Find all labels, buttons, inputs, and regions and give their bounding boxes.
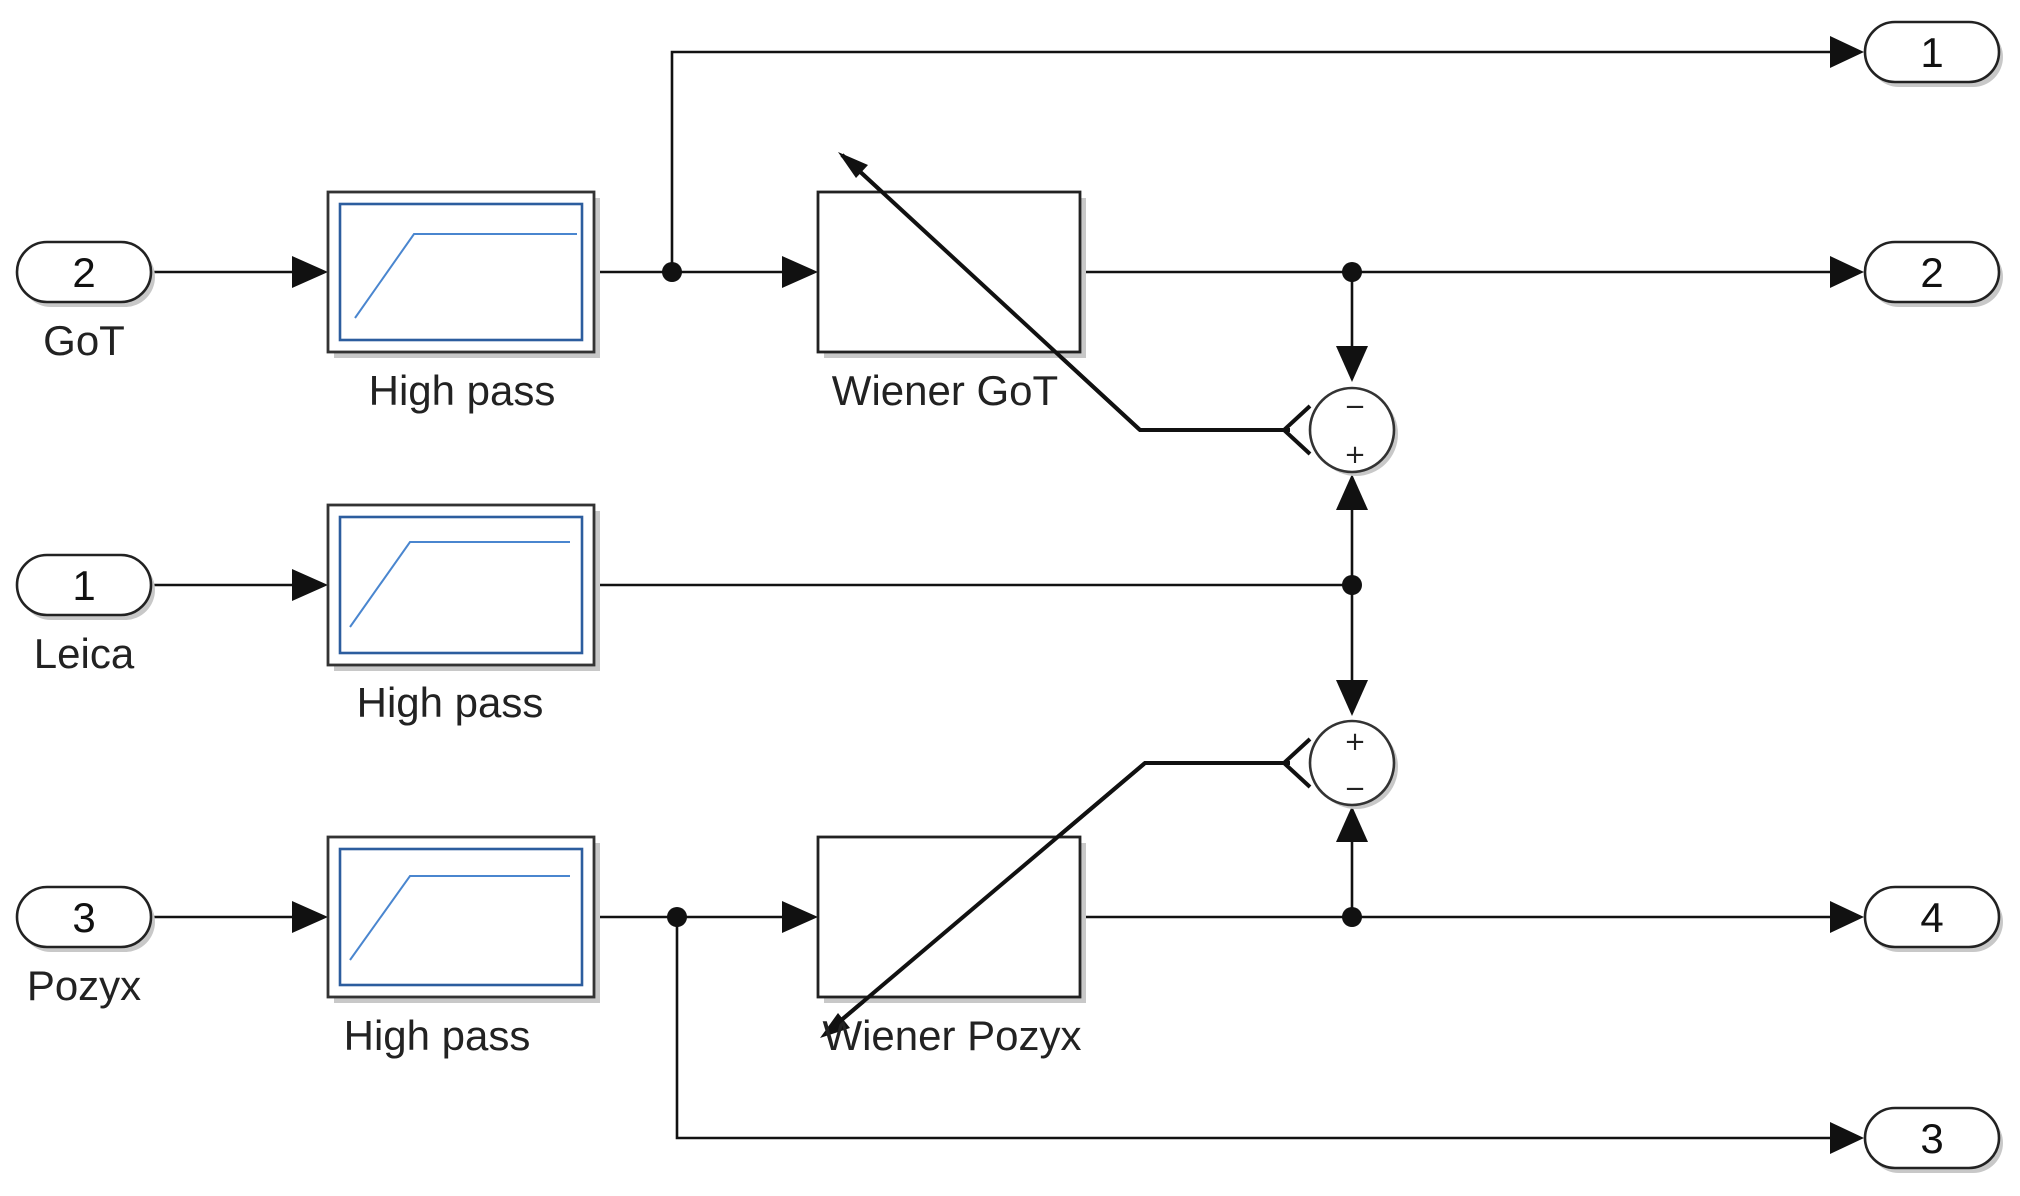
- outport-4[interactable]: 4: [1863, 885, 2003, 952]
- sum-block-top[interactable]: − +: [1308, 386, 1398, 476]
- outport-number: 3: [1920, 1115, 1943, 1162]
- outport-1[interactable]: 1: [1863, 20, 2003, 87]
- highpass-block-pozyx[interactable]: High pass: [326, 835, 600, 1059]
- feedback-line-top-overlay: [840, 153, 1142, 432]
- inport-got[interactable]: 2 GoT: [15, 240, 155, 364]
- arrowhead: [782, 901, 818, 933]
- wire-branch-to-out1: [670, 50, 1850, 272]
- arrowhead: [292, 569, 328, 601]
- inport-number: 3: [72, 894, 95, 941]
- sum-output-chevron: [1281, 404, 1312, 456]
- block-label: High pass: [357, 679, 544, 726]
- branch-point: [667, 907, 687, 927]
- arrowhead: [782, 256, 818, 288]
- branch-point: [1342, 907, 1362, 927]
- inport-label: Pozyx: [27, 962, 141, 1009]
- highpass-response-icon: [349, 541, 570, 628]
- arrowhead: [1336, 680, 1368, 716]
- arrowhead: [292, 901, 328, 933]
- arrowhead: [1336, 346, 1368, 382]
- arrowhead: [1336, 806, 1368, 842]
- highpass-response-icon: [349, 875, 570, 961]
- sum-output-chevron: [1281, 737, 1312, 789]
- arrowhead: [292, 256, 328, 288]
- outport-number: 2: [1920, 249, 1943, 296]
- sum-sign-minus: −: [1344, 774, 1366, 804]
- outport-3[interactable]: 3: [1863, 1106, 2003, 1173]
- inport-label: GoT: [43, 317, 125, 364]
- outport-2[interactable]: 2: [1863, 240, 2003, 307]
- block-label: Wiener Pozyx: [822, 1012, 1081, 1059]
- block-label: High pass: [344, 1012, 531, 1059]
- inport-number: 2: [72, 249, 95, 296]
- outport-number: 1: [1920, 29, 1943, 76]
- inport-number: 1: [72, 562, 95, 609]
- block-label: High pass: [369, 367, 556, 414]
- arrowhead: [1830, 901, 1864, 933]
- arrowhead: [1830, 1122, 1864, 1154]
- branch-points: [662, 262, 1362, 927]
- sum-sign-plus: +: [1344, 727, 1366, 757]
- highpass-block-leica[interactable]: High pass: [326, 503, 600, 726]
- sum-sign-plus: +: [1344, 440, 1366, 470]
- arrowhead: [1830, 256, 1864, 288]
- branch-point: [1342, 262, 1362, 282]
- wire-branch-to-out3: [675, 917, 1850, 1140]
- branch-point: [662, 262, 682, 282]
- inport-leica[interactable]: 1 Leica: [15, 553, 155, 677]
- wiener-block-got[interactable]: Wiener GoT: [816, 190, 1086, 414]
- highpass-block-got[interactable]: High pass: [326, 190, 600, 414]
- arrowhead: [1830, 36, 1864, 68]
- highpass-response-icon: [354, 233, 577, 319]
- arrowhead: [1336, 474, 1368, 510]
- branch-point: [1342, 575, 1362, 595]
- inport-label: Leica: [34, 630, 135, 677]
- sum-block-bottom[interactable]: + −: [1308, 719, 1398, 809]
- outport-number: 4: [1920, 894, 1943, 941]
- sum-sign-minus: −: [1344, 392, 1366, 422]
- block-label: Wiener GoT: [832, 367, 1058, 414]
- wiener-block-pozyx[interactable]: Wiener Pozyx: [816, 835, 1086, 1059]
- feedback-line-bottom-overlay: [830, 761, 1147, 1030]
- inport-pozyx[interactable]: 3 Pozyx: [15, 885, 155, 1009]
